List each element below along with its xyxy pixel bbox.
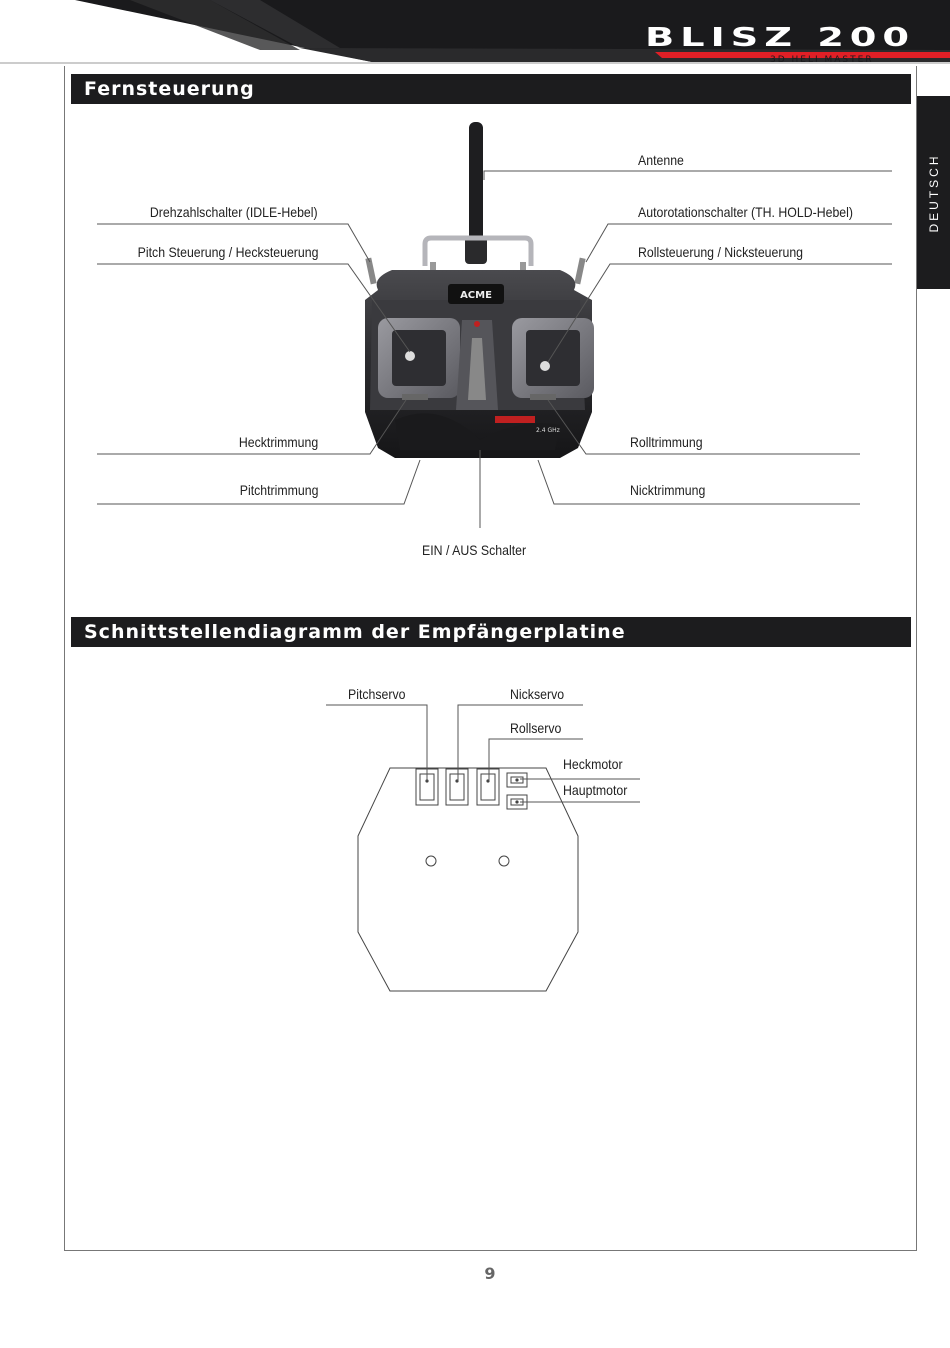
label-rolltrimmung: Rolltrimmung: [630, 434, 703, 450]
page-header: BLISZ 200 3D HELI MASTER: [0, 0, 950, 66]
content-frame: [64, 66, 917, 1251]
label-pitch-hecksteuerung: Pitch Steuerung / Hecksteuerung: [137, 244, 318, 260]
label-autorotationschalter: Autorotationschalter (TH. HOLD-Hebel): [638, 204, 853, 220]
label-rollservo: Rollservo: [510, 720, 562, 736]
label-heckmotor: Heckmotor: [563, 756, 623, 772]
label-nickservo: Nickservo: [510, 686, 565, 702]
label-hauptmotor: Hauptmotor: [563, 782, 628, 798]
label-antenne: Antenne: [638, 152, 684, 168]
page-number: 9: [484, 1264, 496, 1283]
section-title-schnittstellen: Schnittstellendiagramm der Empfängerplat…: [71, 617, 911, 647]
language-tab-label: DEUTSCH: [926, 152, 941, 233]
label-hecktrimmung: Hecktrimmung: [238, 434, 318, 450]
label-pitchtrimmung: Pitchtrimmung: [239, 482, 318, 498]
label-drehzahlschalter: Drehzahlschalter (IDLE-Hebel): [150, 204, 318, 220]
logo-text: BLISZ 200: [645, 23, 915, 53]
section-title-fernsteuerung: Fernsteuerung: [71, 74, 911, 104]
logo-subtitle: 3D HELI MASTER: [770, 55, 874, 65]
language-tab: DEUTSCH: [917, 96, 950, 289]
label-ein-aus-schalter: EIN / AUS Schalter: [422, 542, 527, 558]
label-nicktrimmung: Nicktrimmung: [630, 482, 706, 498]
label-roll-nicksteuerung: Rollsteuerung / Nicksteuerung: [638, 244, 804, 260]
label-pitchservo: Pitchservo: [348, 686, 406, 702]
